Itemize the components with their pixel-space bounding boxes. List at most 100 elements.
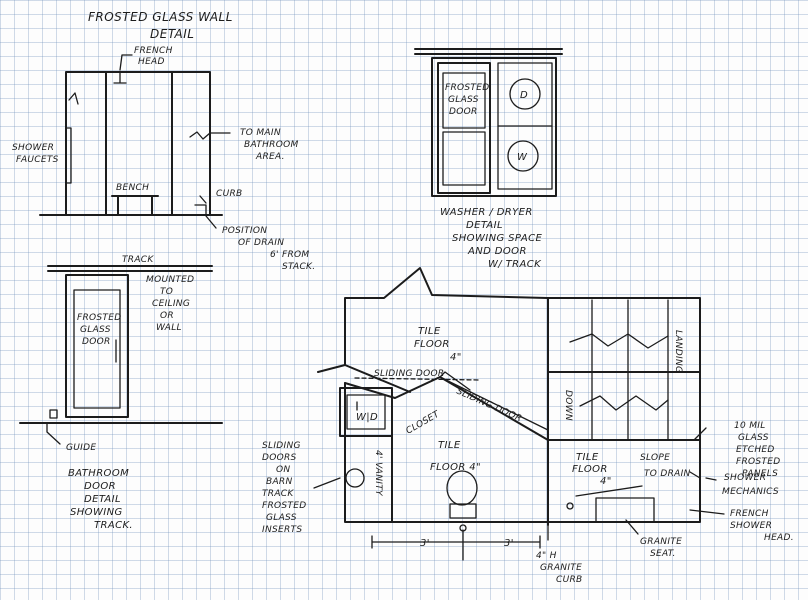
plan-vanity — [344, 435, 393, 523]
tile-floor-top-2: FLOOR — [414, 339, 450, 350]
drain-leader — [205, 215, 217, 229]
sliding-doors-label-2: DOORS — [262, 453, 297, 463]
glass-panels-label-2: GLASS — [738, 433, 769, 443]
plan-sliding-track — [439, 376, 549, 431]
sliding-doors-label-1: SLIDING — [262, 441, 301, 451]
shower-wall-elevation — [39, 71, 223, 216]
wd-door-glass-lower — [442, 131, 486, 186]
french-head-label-1: FRENCH — [134, 46, 173, 56]
french-shower-label-3: HEAD. — [764, 533, 794, 543]
mounted-label-3: CEILING — [152, 299, 190, 309]
tile-floor-top-1: TILE — [418, 326, 441, 337]
french-head-leader — [119, 54, 133, 71]
tile-floor-mid-2: FLOOR 4" — [430, 462, 481, 473]
sliding-doors-label-8: INSERTS — [262, 525, 302, 535]
to-main-label-2: BATHROOM — [244, 140, 299, 150]
plan-drain-icon — [566, 502, 574, 510]
granite-seat-leader — [625, 519, 639, 535]
door-glass-label-2: GLASS — [80, 325, 111, 335]
tile-floor-top-3: 4" — [450, 352, 462, 363]
washer-dryer-detail: FROSTED GLASS DOOR D W WASHER / DRYER DE… — [414, 48, 563, 270]
plan-sink-icon — [345, 468, 365, 488]
bathroom-door-detail: TRACK FROSTED GLASS DOOR MOUNTED TO CEIL… — [19, 255, 223, 531]
guide-label: GUIDE — [66, 443, 96, 453]
wd-door-glass-upper — [442, 72, 486, 129]
plan-landing-wave-1 — [569, 333, 669, 349]
slope-label-2: TO DRAIN — [644, 469, 691, 479]
shower-faucets-label-2: FAUCETS — [16, 155, 59, 165]
frosted-wall-title-1: FROSTED GLASS WALL — [88, 10, 233, 24]
vanity-label: 4' VANITY — [373, 450, 383, 497]
plan-landing-wave-2 — [579, 395, 669, 411]
granite-curb-label-1: 4" H — [536, 551, 557, 561]
mounted-label-1: MOUNTED — [146, 275, 194, 285]
to-main-label-3: AREA. — [255, 152, 285, 162]
plan-wd-label: W|D — [356, 412, 378, 423]
washer-icon — [507, 140, 539, 172]
granite-seat-label-1: GRANITE — [640, 537, 682, 547]
sliding-doors-label-5: TRACK — [262, 489, 294, 499]
tile-floor-mid-1: TILE — [438, 440, 461, 451]
shower-mech-label-1: SHOWER — [724, 473, 766, 483]
door-track-label: TRACK — [122, 255, 154, 265]
plan-granite-seat — [595, 497, 655, 523]
plan-toilet-bowl — [446, 470, 478, 506]
drain-label-2: OF DRAIN — [238, 238, 284, 248]
door-track — [47, 265, 213, 272]
plan-sliding-door-swing — [439, 371, 471, 391]
wd-door-label-2: GLASS — [448, 95, 479, 105]
to-main-label-1: TO MAIN — [240, 128, 281, 138]
closet-label: CLOSET — [405, 409, 443, 437]
sliding-doors-label-3: ON — [276, 465, 290, 475]
to-main-arrow-icon — [189, 131, 231, 140]
dryer-icon — [509, 78, 541, 110]
plan-stack-icon — [459, 524, 467, 532]
dim-left-label: 3' — [420, 538, 430, 549]
sliding-doors-label-6: FROSTED — [262, 501, 306, 511]
plan-shower-mech-tick — [689, 471, 701, 479]
glass-panels-label-4: FROSTED — [736, 457, 780, 467]
granite-curb-label-3: CURB — [556, 575, 583, 585]
wd-title-3: SHOWING SPACE — [452, 233, 542, 244]
french-shower-label-1: FRENCH — [730, 509, 769, 519]
mounted-label-5: WALL — [156, 323, 182, 333]
plan-stair-lines — [591, 299, 669, 441]
door-title-5: TRACK. — [94, 520, 133, 531]
door-title-2: DOOR — [84, 481, 116, 492]
glass-panels-leader — [693, 427, 707, 441]
door-title-1: BATHROOM — [68, 468, 129, 479]
floor-plan: W|D TILE FLOOR 4" SLIDING DOOR SLIDING D… — [262, 267, 794, 585]
bench-shape — [111, 195, 159, 215]
french-shower-leader — [689, 509, 725, 515]
sliding-doors-label-7: GLASS — [266, 513, 297, 523]
drain-label-1: POSITION — [222, 226, 267, 236]
plan-washer-dryer-inner — [346, 394, 386, 430]
bathroom-door — [65, 274, 129, 418]
door-title-4: SHOWING — [70, 507, 123, 518]
wd-door-label-3: DOOR — [449, 107, 478, 117]
sliding-door-label-a: SLIDING DOOR — [374, 369, 445, 379]
wd-track — [414, 48, 563, 55]
down-label: DOWN — [563, 390, 573, 421]
wd-door — [437, 62, 491, 194]
slope-label-1: SLOPE — [640, 453, 670, 463]
granite-curb-label-2: GRANITE — [540, 563, 582, 573]
glass-panels-label-5: PANELS — [742, 469, 778, 479]
plan-toilet-tank — [449, 503, 477, 519]
curb-marker — [194, 195, 207, 215]
drain-label-3: 6' FROM — [270, 250, 309, 260]
bathroom-door-glass — [73, 289, 121, 409]
glass-panels-label-3: ETCHED — [736, 445, 775, 455]
door-glass-label-3: DOOR — [82, 337, 111, 347]
shower-faucets-label-1: SHOWER — [12, 143, 54, 153]
plan-sliding-door-dashed — [354, 377, 481, 381]
mounted-label-4: OR — [160, 311, 174, 321]
faucet-handle-icon — [68, 92, 79, 105]
shower-mech-label-2: MECHANICS — [722, 487, 779, 497]
wd-opening — [431, 57, 557, 197]
frosted-wall-detail: FROSTED GLASS WALL DETAIL FRENCH HEAD SH… — [12, 10, 315, 272]
sliding-doors-leader — [313, 477, 341, 489]
wd-title-4: AND DOOR — [467, 246, 527, 257]
